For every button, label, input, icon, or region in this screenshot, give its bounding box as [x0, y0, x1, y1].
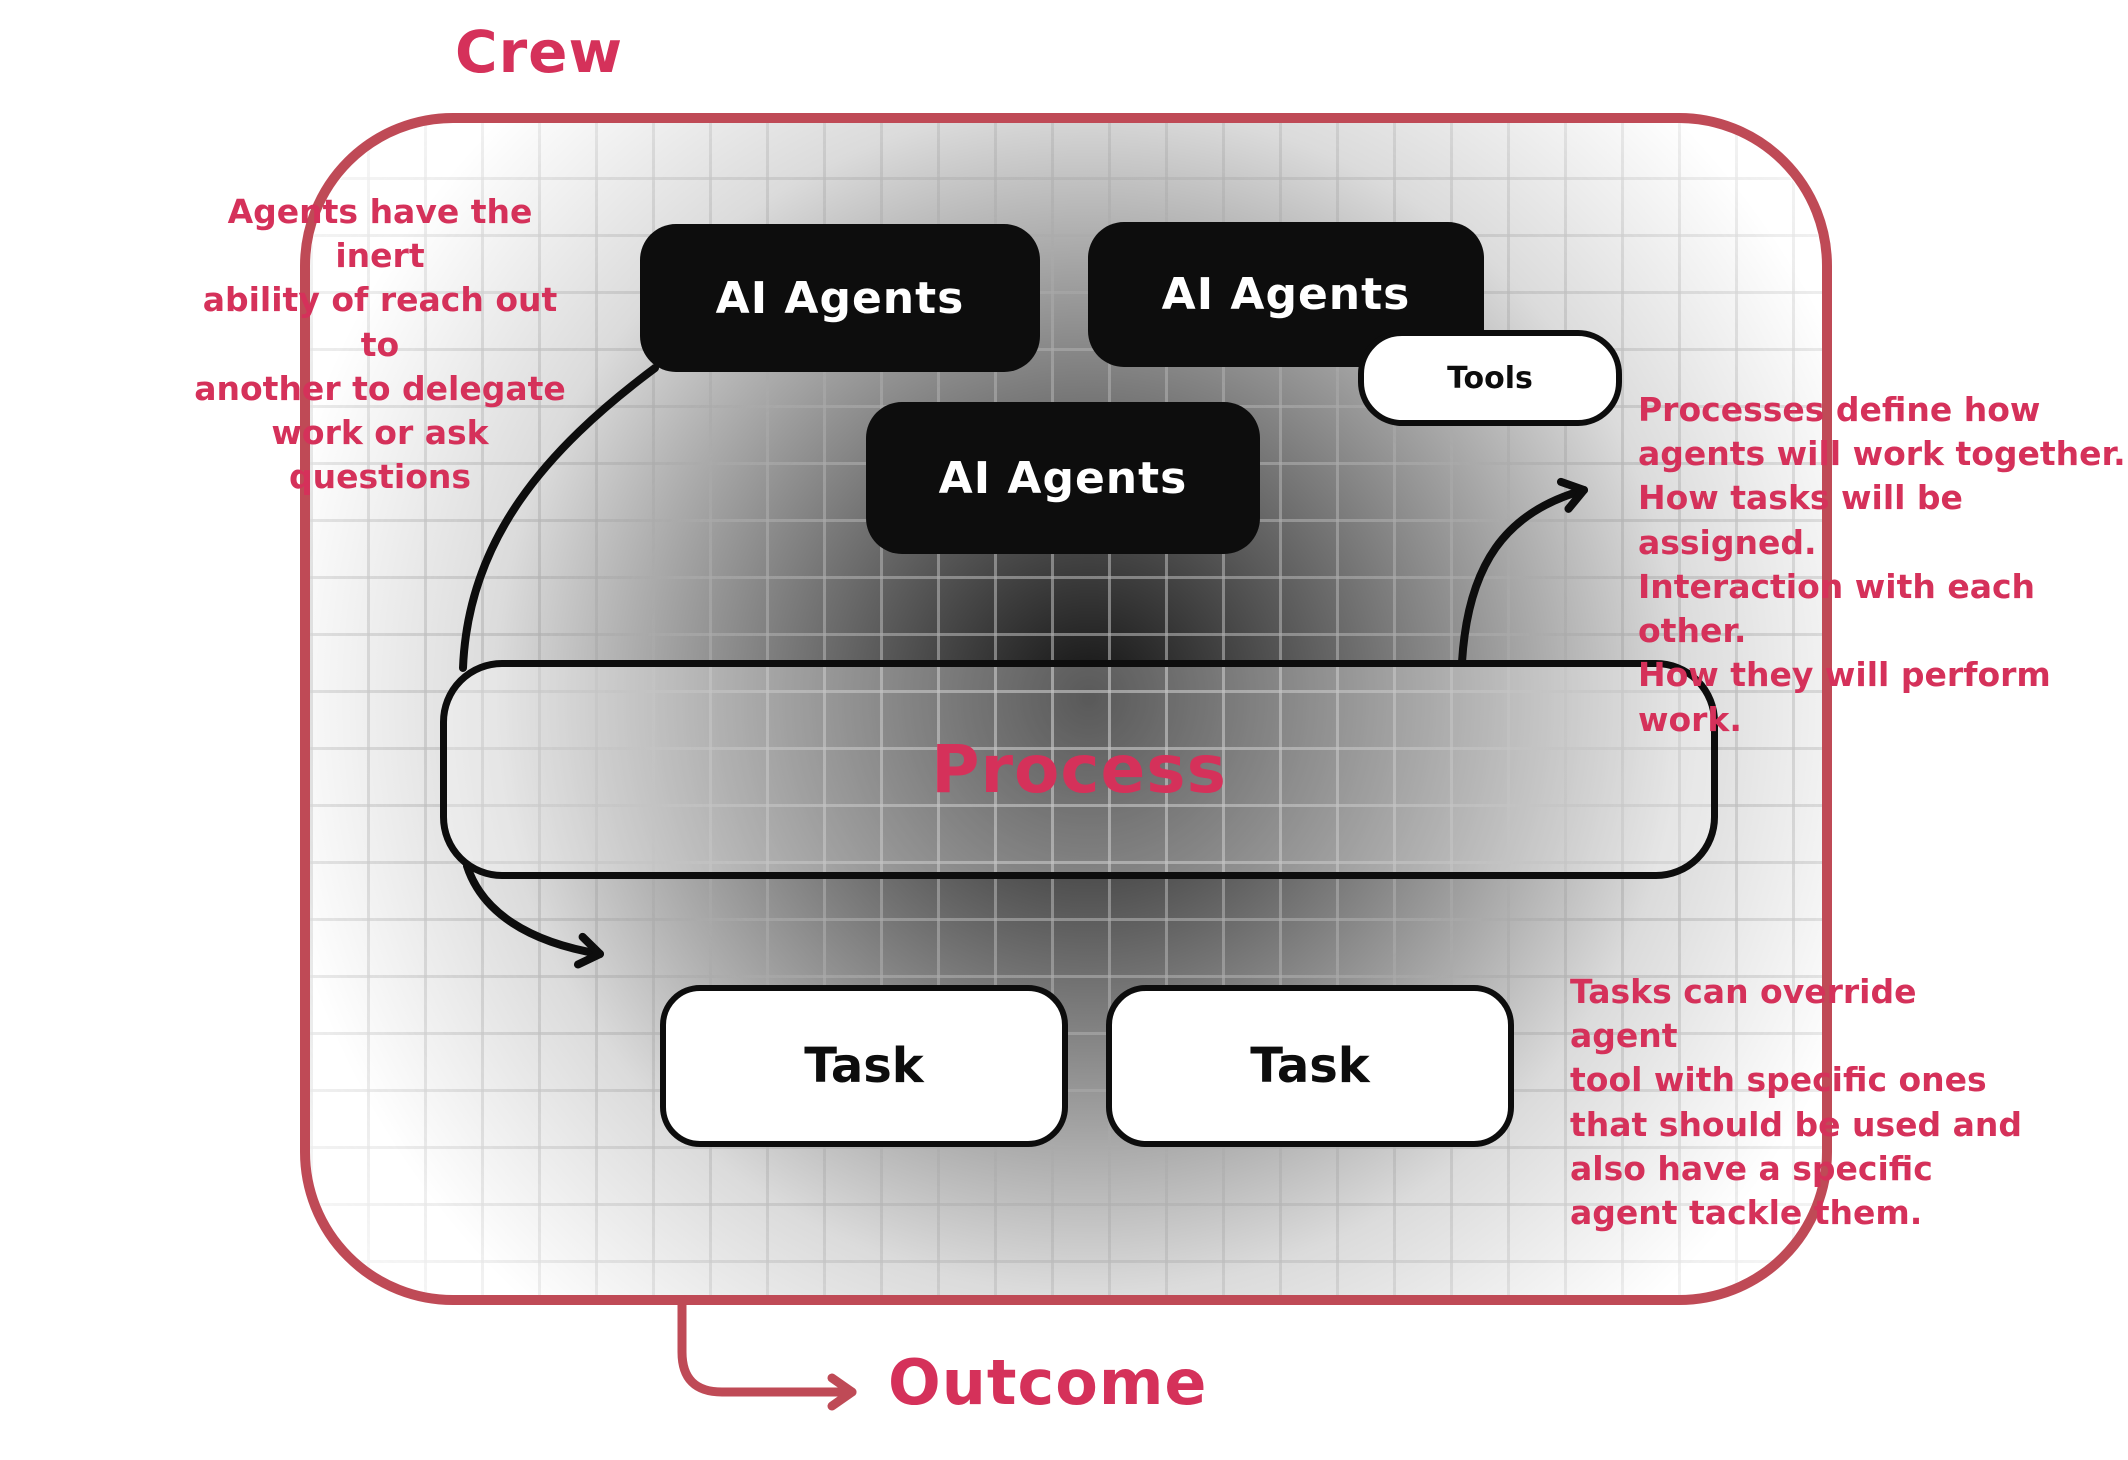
ai-agents-label-3: AI Agents — [938, 452, 1188, 504]
outcome-label: Outcome — [888, 1346, 1208, 1419]
task-label-2: Task — [1250, 1038, 1370, 1094]
process-arrow — [1458, 477, 1588, 666]
crew-border — [300, 113, 1832, 1305]
ai-agents-label-1: AI Agents — [715, 272, 965, 324]
ai-agents-box-2: AI Agents — [1088, 222, 1484, 367]
annotation-process: Processes define how agents will work to… — [1638, 390, 2126, 739]
crew-title: Crew — [455, 18, 624, 86]
delegate-arrow-lower — [463, 862, 604, 969]
outcome-arrow — [677, 1295, 857, 1411]
ai-agents-box-1: AI Agents — [640, 224, 1040, 372]
tools-label: Tools — [1447, 360, 1533, 396]
task-box-1: Task — [660, 985, 1068, 1147]
task-label-1: Task — [804, 1038, 924, 1094]
task-box-2: Task — [1106, 985, 1514, 1147]
ai-agents-box-3: AI Agents — [866, 402, 1260, 554]
delegate-arrow-upper — [459, 364, 659, 672]
ai-agents-label-2: AI Agents — [1161, 269, 1411, 320]
annotation-tasks: Tasks can override agent tool with speci… — [1570, 972, 2023, 1233]
annotation-delegation: Agents have the inert ability of reach o… — [194, 192, 566, 497]
process-box: Process — [440, 660, 1718, 879]
process-label: Process — [931, 731, 1227, 808]
tools-box: Tools — [1358, 330, 1622, 426]
